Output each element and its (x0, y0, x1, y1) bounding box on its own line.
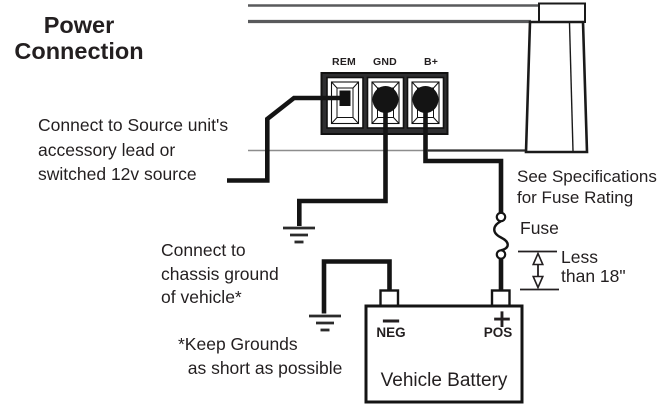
fuse-symbol (493, 211, 509, 260)
battery-positive-symbol: + (491, 304, 513, 333)
battery-name: Vehicle Battery (380, 370, 508, 391)
chassis-ground-note: Connect to chassis ground of vehicle* (161, 240, 279, 307)
terminal-label-gnd: GND (373, 56, 397, 68)
amp-end-cap-top (538, 2, 586, 23)
wire-length-note: Less than 18" (561, 247, 626, 286)
amp-end-cap (524, 20, 589, 154)
terminal-label-bplus: B+ (423, 56, 439, 68)
battery-negative-symbol: − (380, 306, 402, 336)
terminal-label-rem: REM (332, 56, 356, 68)
battery-pos-label: POS (483, 325, 513, 340)
neg-wire (321, 259, 392, 314)
battery-body (364, 304, 524, 404)
wires (227, 95, 504, 314)
length-measurement (518, 250, 559, 291)
battery-neg-post (379, 289, 400, 308)
ground-symbol-chassis (309, 314, 341, 332)
arrow-down (531, 275, 545, 290)
fuse-squiggle (493, 220, 509, 252)
gnd-terminal-opening (372, 86, 399, 113)
page-title: Power Connection (14, 12, 144, 64)
fuse-spec-note: See Specifications for Fuse Rating (517, 167, 657, 207)
bplus-terminal-opening (412, 86, 439, 113)
fuse-label: Fuse (520, 218, 559, 238)
ground-symbol-gnd (283, 226, 315, 244)
amplifier-chassis (248, 2, 589, 154)
source-unit-note: Connect to Source unit's accessory lead … (38, 115, 229, 184)
bplus-wire-upper (423, 99, 504, 213)
fuse-end-bottom (495, 249, 507, 260)
keep-grounds-note: *Keep Grounds as short as possible (178, 334, 343, 378)
vehicle-battery (364, 289, 524, 404)
battery-neg-label: NEG (376, 325, 406, 340)
rem-wire-insert (339, 90, 351, 106)
rem-wire (227, 95, 344, 183)
amp-end-cap-seam (568, 22, 574, 152)
arrow-up (531, 251, 545, 266)
gnd-wire (297, 99, 388, 226)
fuse-end-top (495, 211, 507, 223)
